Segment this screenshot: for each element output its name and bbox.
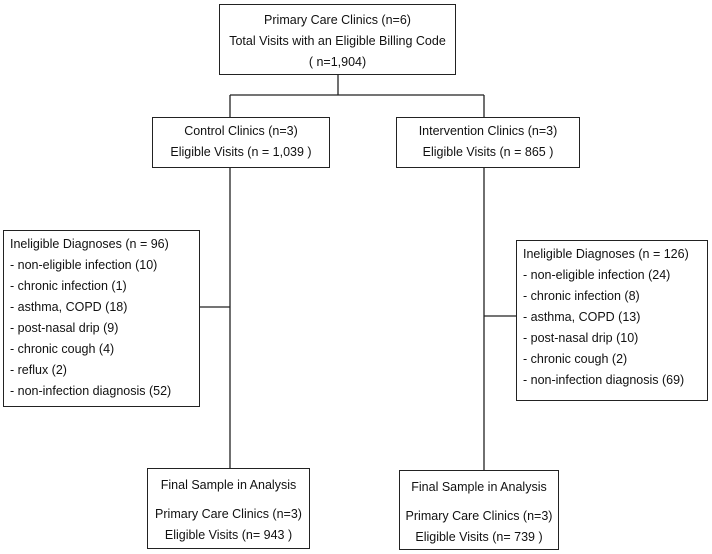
- control-clinics-box: Control Clinics (n=3) Eligible Visits (n…: [152, 117, 330, 168]
- control-final-sample-box: Final Sample in Analysis Primary Care Cl…: [147, 468, 310, 549]
- intervention-final-spacer: [400, 498, 558, 506]
- intervention-final-visits: Eligible Visits (n= 739 ): [415, 530, 543, 544]
- control-exclusion-item: - chronic cough (4): [10, 342, 115, 356]
- intervention-exclusion-item: - asthma, COPD (13): [523, 310, 641, 324]
- intervention-exclusion-item: - chronic cough (2): [523, 352, 628, 366]
- control-exclusion-item: - non-infection diagnosis (52): [10, 384, 172, 398]
- intervention-exclusions-title: Ineligible Diagnoses (n = 126): [523, 247, 689, 261]
- control-exclusion-item: - non-eligible infection (10): [10, 258, 158, 272]
- top-box: Primary Care Clinics (n=6) Total Visits …: [219, 4, 456, 75]
- control-exclusions-title: Ineligible Diagnoses (n = 96): [10, 237, 169, 251]
- intervention-clinics-box: Intervention Clinics (n=3) Eligible Visi…: [396, 117, 580, 168]
- control-final-spacer: [148, 496, 309, 504]
- intervention-exclusion-item: - chronic infection (8): [523, 289, 640, 303]
- control-exclusions-box: Ineligible Diagnoses (n = 96) - non-elig…: [3, 230, 200, 407]
- intervention-exclusion-item: - non-infection diagnosis (69): [523, 373, 685, 387]
- intervention-final-clinics: Primary Care Clinics (n=3): [405, 509, 553, 523]
- control-clinics-label: Control Clinics (n=3): [184, 124, 298, 138]
- intervention-final-title: Final Sample in Analysis: [411, 480, 547, 494]
- top-box-line-3: ( n=1,904): [308, 55, 367, 69]
- control-final-visits: Eligible Visits (n= 943 ): [164, 528, 293, 542]
- intervention-exclusion-item: - non-eligible infection (24): [523, 268, 671, 282]
- control-exclusion-item: - post-nasal drip (9): [10, 321, 119, 335]
- top-box-line-1: Primary Care Clinics (n=6): [264, 13, 411, 27]
- intervention-exclusions-box: Ineligible Diagnoses (n = 126) - non-eli…: [516, 240, 708, 401]
- top-box-line-2: Total Visits with an Eligible Billing Co…: [229, 34, 446, 48]
- control-final-clinics: Primary Care Clinics (n=3): [155, 507, 302, 521]
- control-exclusion-item: - chronic infection (1): [10, 279, 127, 293]
- intervention-exclusion-item: - post-nasal drip (10): [523, 331, 639, 345]
- control-exclusion-item: - reflux (2): [10, 363, 67, 377]
- intervention-eligible-visits: Eligible Visits (n = 865 ): [422, 145, 554, 159]
- control-eligible-visits: Eligible Visits (n = 1,039 ): [170, 145, 312, 159]
- control-exclusion-item: - asthma, COPD (18): [10, 300, 128, 314]
- intervention-final-sample-box: Final Sample in Analysis Primary Care Cl…: [399, 470, 559, 550]
- control-final-title: Final Sample in Analysis: [160, 478, 297, 492]
- intervention-clinics-label: Intervention Clinics (n=3): [418, 124, 558, 138]
